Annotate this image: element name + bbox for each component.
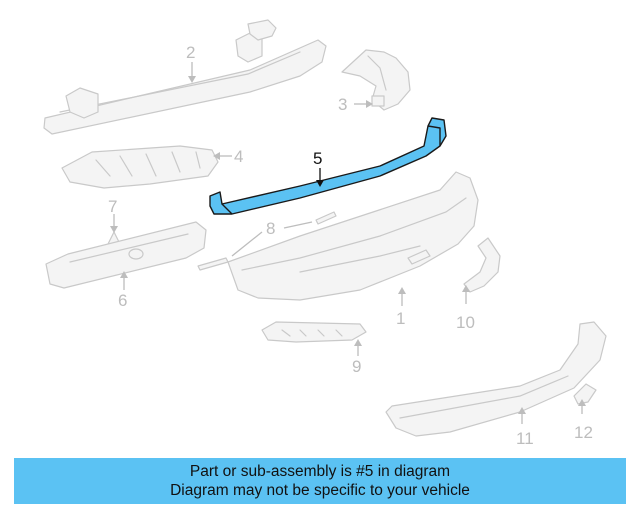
parts-diagram: 2 3 4 5 7	[43, 19, 607, 448]
part-label-10: 10	[456, 313, 475, 332]
callout-7: 7	[108, 197, 118, 233]
part-8-strip[interactable]	[197, 211, 337, 271]
part-10-molding[interactable]	[463, 237, 501, 293]
part-12-clip[interactable]	[573, 383, 597, 405]
part-11-valance[interactable]	[385, 321, 607, 437]
part-label-1: 1	[396, 309, 405, 328]
part-label-5: 5	[313, 149, 322, 168]
part-label-11: 11	[516, 429, 534, 448]
callout-10: 10	[456, 285, 475, 332]
part-2-impact-bar[interactable]	[43, 19, 327, 135]
part-5-reinforcement[interactable]	[209, 117, 447, 215]
part-6-side-absorber[interactable]	[45, 221, 207, 289]
part-label-7: 7	[108, 197, 117, 216]
part-3-bracket[interactable]	[341, 49, 411, 111]
banner-line-2: Diagram may not be specific to your vehi…	[170, 482, 470, 499]
part-label-3: 3	[338, 95, 347, 114]
callout-1: 1	[396, 287, 406, 328]
callout-4: 4	[213, 147, 243, 166]
info-banner: Part or sub-assembly is #5 in diagram Di…	[14, 458, 626, 504]
part-9-step-pad[interactable]	[261, 321, 367, 343]
part-label-9: 9	[352, 357, 361, 376]
callout-3: 3	[338, 95, 373, 114]
callout-9: 9	[352, 339, 362, 376]
part-label-2: 2	[186, 43, 195, 62]
callout-8: 8	[231, 219, 313, 257]
callout-2: 2	[186, 43, 196, 83]
part-label-6: 6	[118, 291, 127, 310]
banner-line-1: Part or sub-assembly is #5 in diagram	[189, 463, 451, 480]
part-label-8: 8	[266, 219, 275, 238]
part-1-fascia[interactable]	[227, 171, 479, 301]
callout-11: 11	[516, 407, 534, 448]
callout-12: 12	[574, 399, 593, 442]
part-label-4: 4	[234, 147, 243, 166]
callout-6: 6	[118, 271, 128, 310]
part-label-12: 12	[574, 423, 593, 442]
callout-5: 5	[313, 149, 324, 187]
part-4-absorber[interactable]	[61, 145, 219, 189]
